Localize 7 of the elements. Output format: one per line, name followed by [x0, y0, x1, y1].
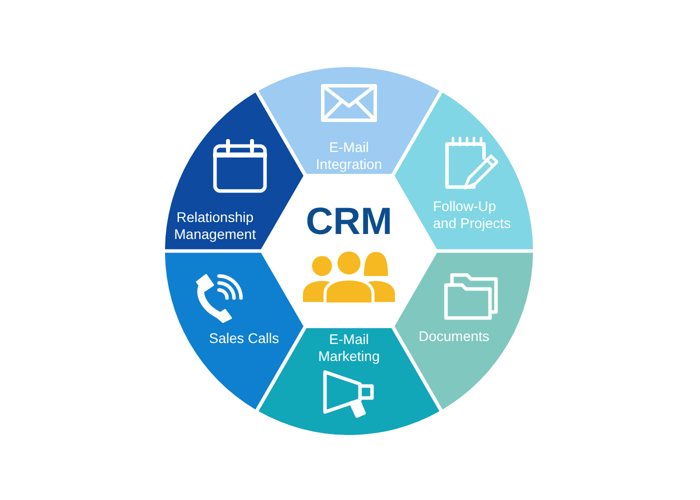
segment-label: Documents — [418, 328, 490, 345]
segment-label: Relationship Management — [174, 209, 256, 243]
segment-label: E-Mail Marketing — [318, 331, 380, 365]
hub-label: CRM — [306, 202, 392, 242]
segment-label: Follow-Up and Projects — [433, 198, 512, 232]
segment-label: E-Mail Integration — [316, 139, 382, 173]
segment-label: Sales Calls — [208, 330, 280, 347]
